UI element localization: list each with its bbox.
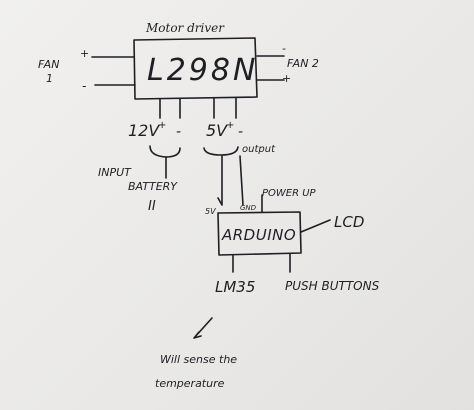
battery-brace bbox=[149, 145, 181, 158]
l298n-box bbox=[133, 37, 258, 100]
fan2-plus-sign: + bbox=[282, 72, 291, 85]
power-up-label: POWER UP bbox=[262, 188, 317, 199]
pin-gnd-label: GND bbox=[240, 204, 257, 212]
fan1-plus-sign: + bbox=[80, 47, 89, 60]
battery-symbol: II bbox=[148, 199, 156, 214]
pin-5v-label: 5V bbox=[205, 207, 216, 216]
note-line-2: temperature bbox=[155, 377, 225, 390]
wire-5v-to-arduino bbox=[217, 155, 223, 206]
input-label: INPUT bbox=[98, 166, 132, 179]
lcd-wire bbox=[300, 219, 331, 233]
v12-label: 12V bbox=[128, 121, 160, 140]
lcd-label: LCD bbox=[334, 213, 364, 231]
power-brace bbox=[203, 146, 239, 156]
fan1-minus-sign: - bbox=[82, 79, 86, 93]
output-label: output bbox=[242, 144, 276, 155]
v5-plus-sign: + bbox=[226, 120, 234, 131]
push-buttons-label: PUSH BUTTONS bbox=[285, 279, 380, 293]
arduino-label: ARDUINO bbox=[221, 226, 296, 244]
fan2-label: FAN 2 bbox=[287, 57, 319, 70]
fan1-label: FAN bbox=[38, 58, 59, 71]
v5-label: 5V bbox=[206, 121, 228, 140]
fan2-minus-sign: - bbox=[282, 42, 286, 55]
arduino-box bbox=[217, 211, 302, 256]
l298n-label: L298N bbox=[147, 53, 258, 88]
fan1-number: 1 bbox=[46, 72, 53, 85]
v12-minus-sign: - bbox=[176, 124, 181, 140]
note-line-1: Will sense the bbox=[160, 353, 237, 366]
note-arrow bbox=[193, 317, 213, 339]
v12-plus-sign: + bbox=[158, 120, 166, 131]
v5-minus-sign: - bbox=[238, 124, 243, 140]
wire-gnd-to-arduino bbox=[239, 155, 244, 206]
motor-driver-label: Motor driver bbox=[145, 21, 225, 35]
lm35-label: LM35 bbox=[215, 278, 255, 296]
battery-label: BATTERY bbox=[128, 180, 178, 193]
